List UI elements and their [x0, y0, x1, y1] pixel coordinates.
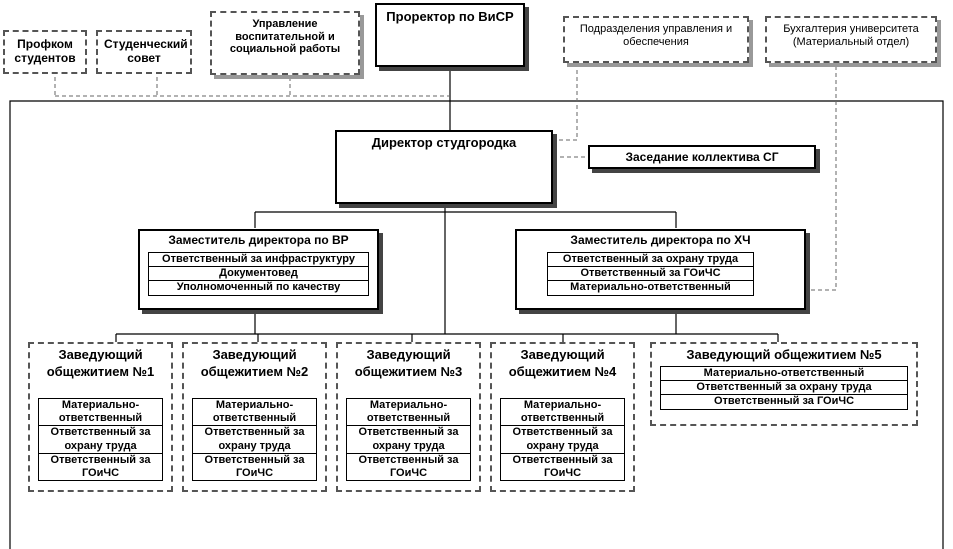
- deputy-vr-title: Заместитель директора по ВР: [168, 233, 349, 247]
- dorm-title: Заведующий общежитием №3: [354, 347, 463, 379]
- student-council-label: Студенческий совет: [104, 37, 188, 65]
- profkom-label: Профком студентов: [14, 37, 76, 65]
- director-label: Директор студгородка: [371, 135, 517, 150]
- dorm-title: Заведующий общежитием №1: [46, 347, 155, 379]
- accounting-box: Бухгалтерия университета (Материальный о…: [765, 16, 937, 63]
- support-units-box: Подразделения управления и обеспечения: [563, 16, 749, 63]
- deputy-hch-box: Заместитель директора по ХЧ Ответственны…: [515, 229, 806, 310]
- deputy-hch-title: Заместитель директора по ХЧ: [570, 233, 751, 247]
- meeting-label: Заседание коллектива СГ: [625, 150, 779, 164]
- prorector-label: Проректор по ВиСР: [386, 9, 514, 24]
- education-dept-box: Управление воспитательной и социальной р…: [210, 11, 360, 75]
- prorector-box: Проректор по ВиСР: [375, 3, 525, 67]
- dorm-title: Заведующий общежитием №2: [200, 347, 309, 379]
- accounting-label: Бухгалтерия университета (Материальный о…: [783, 23, 919, 48]
- meeting-box: Заседание коллектива СГ: [588, 145, 816, 169]
- deputy-vr-box: Заместитель директора по ВР Ответственны…: [138, 229, 379, 310]
- dorm-item: Ответственный за охрану труда: [192, 426, 317, 454]
- dorm-1-box: Заведующий общежитием №1 Материально-отв…: [28, 342, 173, 492]
- dorm-item: Ответственный за охрану труда: [500, 426, 625, 454]
- dorm-5-title: Заведующий общежитием №5: [686, 347, 882, 362]
- dorm-item: Ответственный за ГОиЧС: [500, 453, 625, 482]
- dorm-5-item: Материально-ответственный: [660, 366, 908, 382]
- dorm-title: Заведующий общежитием №4: [508, 347, 617, 379]
- dorm-3-box: Заведующий общежитием №3 Материально-отв…: [336, 342, 481, 492]
- director-box: Директор студгородка: [335, 130, 553, 204]
- dorm-item: Ответственный за охрану труда: [346, 426, 471, 454]
- dorm-item: Ответственный за ГОиЧС: [192, 453, 317, 482]
- dorm-item: Ответственный за ГОиЧС: [38, 453, 163, 482]
- dorm-5-item: Ответственный за ГОиЧС: [660, 395, 908, 410]
- dorm-item: Ответственный за ГОиЧС: [346, 453, 471, 482]
- dorm-4-box: Заведующий общежитием №4 Материально-отв…: [490, 342, 635, 492]
- dorm-2-box: Заведующий общежитием №2 Материально-отв…: [182, 342, 327, 492]
- deputy-vr-item: Документовед: [148, 267, 369, 282]
- education-dept-label: Управление воспитательной и социальной р…: [229, 18, 341, 56]
- dorm-item: Ответственный за охрану труда: [38, 426, 163, 454]
- deputy-hch-item: Материально-ответственный: [547, 281, 754, 296]
- dorm-item: Материально-ответственный: [192, 398, 317, 427]
- dorm-item: Материально-ответственный: [500, 398, 625, 427]
- student-council-box: Студенческий совет: [96, 30, 192, 74]
- profkom-box: Профком студентов: [3, 30, 87, 74]
- dorm-5-box: Заведующий общежитием №5 Материально-отв…: [650, 342, 918, 426]
- dorm-item: Материально-ответственный: [346, 398, 471, 427]
- dorm-item: Материально-ответственный: [38, 398, 163, 427]
- deputy-vr-item: Ответственный за инфраструктуру: [148, 252, 369, 268]
- support-units-label: Подразделения управления и обеспечения: [579, 23, 733, 48]
- deputy-hch-item: Ответственный за ГОиЧС: [547, 267, 754, 282]
- deputy-vr-item: Уполномоченный по качеству: [148, 281, 369, 296]
- deputy-hch-item: Ответственный за охрану труда: [547, 252, 754, 268]
- dorm-5-item: Ответственный за охрану труда: [660, 381, 908, 396]
